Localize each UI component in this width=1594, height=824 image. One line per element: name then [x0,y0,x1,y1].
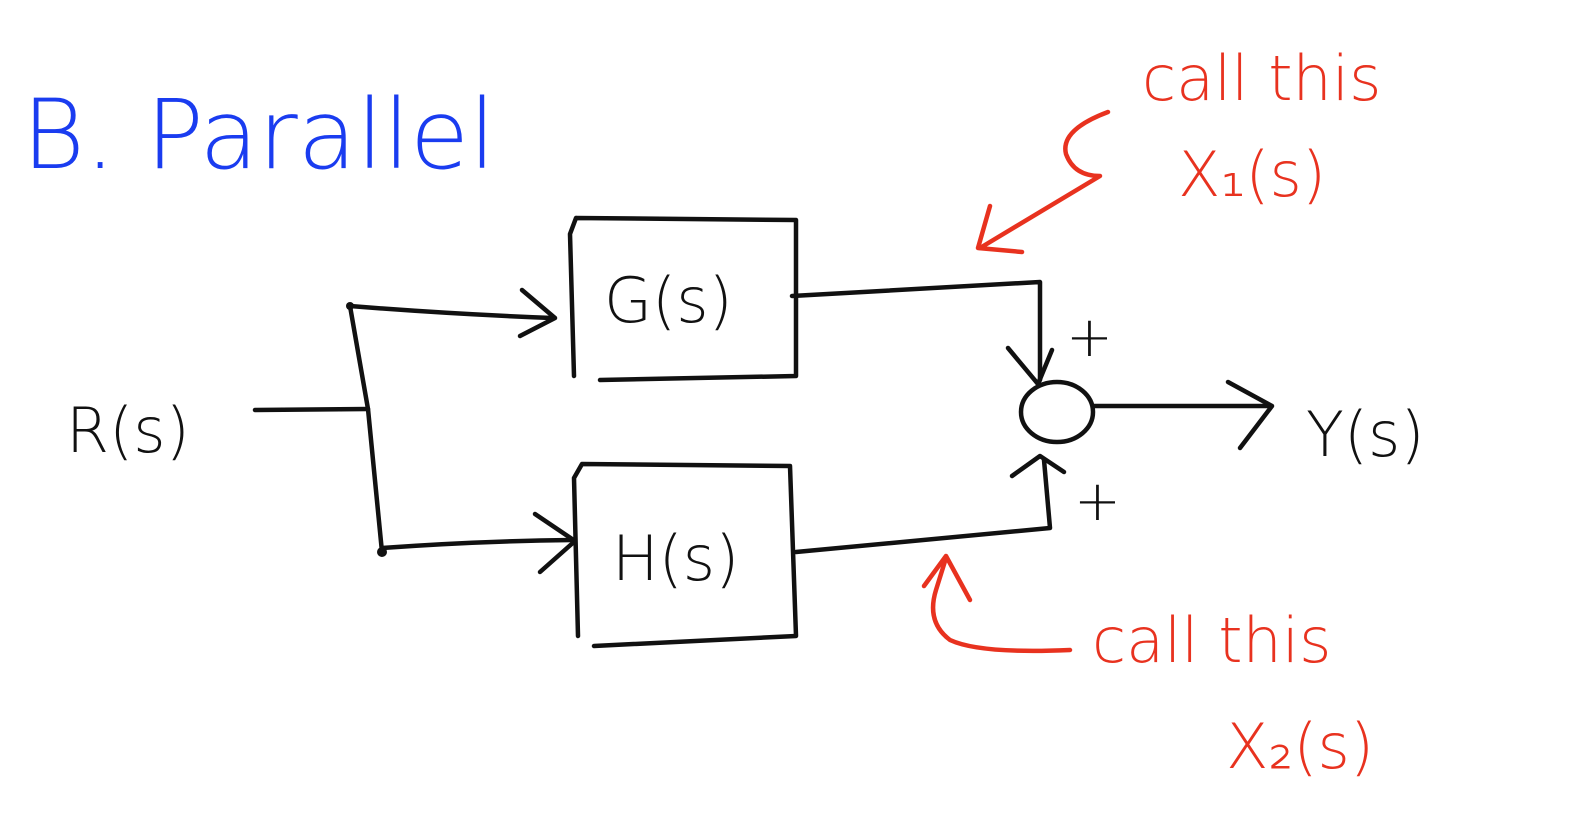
bottom-branch-arrowhead [532,511,578,575]
g-output-arrowhead [1005,345,1055,387]
annotation-top-arrowhead [975,203,1025,255]
bottom-branch-line [379,537,575,551]
h-output-line [793,457,1053,555]
annotation-top-arrow [977,109,1111,251]
input-label: R(s) [66,394,190,467]
annotation-bottom-line2: X₂(s) [1226,710,1374,783]
annotation-bottom-line1: call this [1092,604,1331,677]
input-signal-line [252,406,371,413]
annotation-bottom-arrowhead [921,553,973,603]
output-label: Y(s) [1306,398,1425,471]
annotation-top-line2: X₁(s) [1178,138,1326,211]
g-block-label: G(s) [604,264,733,337]
annotation-bottom-arrow [930,555,1073,654]
top-branch-line [347,303,555,321]
summing-junction-circle [1018,379,1096,445]
bottom-plus-sign: + [1074,469,1121,534]
branch-split-line [347,303,385,555]
h-block-box [571,461,799,649]
output-arrowhead [1225,379,1275,451]
h-output-arrowhead [1009,453,1067,479]
diagram-title: B. Parallel [22,79,496,191]
annotation-top-line1: call this [1142,42,1381,115]
top-branch-arrowhead [517,287,558,339]
h-block-label: H(s) [612,522,739,595]
top-plus-sign: + [1066,305,1113,370]
g-output-line [789,279,1043,383]
